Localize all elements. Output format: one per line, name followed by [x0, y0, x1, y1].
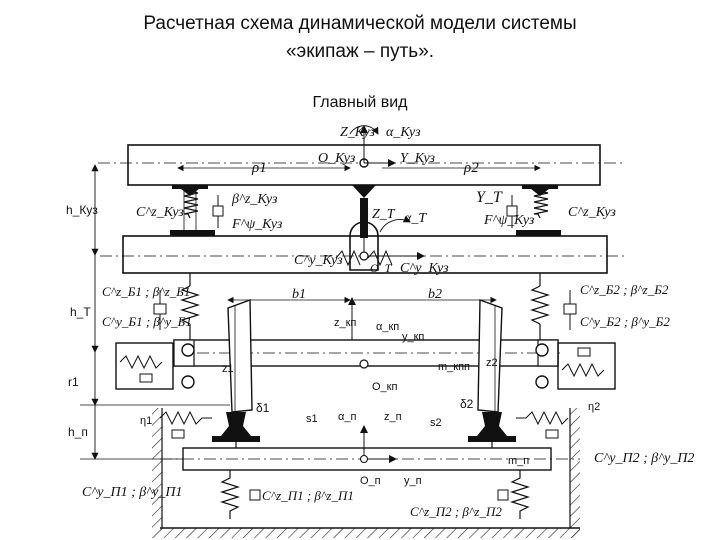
label-c-p2-z: C^z_П2 ; β^z_П2: [410, 504, 502, 519]
label-c-kuz-z-right: C^z_Куз: [568, 205, 616, 220]
axlebox-lateral-right: [535, 342, 616, 390]
label-m-kp: m_кпп: [438, 361, 470, 373]
label-c-b1-z: C^z_Б1 ; β^z_Б1: [102, 284, 190, 299]
label-f-kuz-left: F^ψ_Куз: [231, 217, 283, 232]
primary-spring-left: [153, 273, 201, 340]
label-o-kuz: O_Куз: [318, 151, 356, 166]
body-pad-left: [176, 185, 204, 196]
rail-lateral-springs: [159, 410, 569, 439]
label-alpha-p: α_п: [338, 411, 356, 423]
center-pivot: [335, 185, 393, 271]
label-alpha-kp: α_кп: [376, 321, 399, 333]
label-c-p1-z: C^z_П1 ; β^z_П1: [262, 488, 354, 503]
label-rho1: ρ1: [251, 160, 267, 176]
label-b2: b2: [428, 287, 442, 302]
wheelset-axes: [227, 296, 497, 341]
label-z2: z2: [486, 357, 498, 369]
label-z-kp: z_кп: [334, 317, 356, 329]
label-s1: s1: [306, 413, 318, 425]
label-m-p: m_п: [508, 455, 529, 467]
label-z1: z1: [222, 363, 234, 375]
label-delta1: δ1: [256, 401, 270, 415]
label-c-b2-y: C^y_Б2 ; β^y_Б2: [580, 314, 670, 329]
dimension-lines: [80, 164, 230, 460]
car-body: [98, 144, 625, 186]
label-c-b1-y: C^y_Б1 ; β^y_Б1: [102, 314, 192, 329]
label-y-p: y_п: [404, 475, 422, 487]
label-o-kp: O_кп: [372, 381, 397, 393]
label-c-kuz-y-left: C^y_Куз: [294, 253, 343, 268]
label-s2: s2: [430, 417, 442, 429]
label-o-p: O_п: [360, 475, 381, 487]
label-z-kuz: Z_Куз: [340, 125, 376, 140]
label-h-p: h_п: [68, 425, 88, 439]
label-alpha-kuz: α_Куз: [386, 125, 421, 140]
rails: [212, 412, 516, 442]
label-alpha-t: α_T: [404, 211, 427, 226]
body-axes: [349, 125, 396, 167]
label-z-p: z_п: [384, 411, 402, 423]
label-r1: r1: [68, 375, 79, 389]
label-h-t: h_T: [70, 305, 91, 319]
label-h-kuz: h_Куз: [66, 203, 98, 217]
label-o-t: O_T: [370, 261, 393, 275]
view-label: Главный вид: [312, 94, 408, 111]
label-f-kuz-right: F^ψ_Куз: [483, 213, 535, 228]
label-c-p1-y: C^y_П1 ; β^y_П1: [82, 485, 182, 500]
body-pad-right: [526, 185, 554, 196]
label-c-b2-z: C^z_Б2 ; β^z_Б2: [580, 282, 669, 297]
label-y-kuz: Y_Куз: [400, 151, 436, 166]
label-delta2: δ2: [460, 397, 474, 411]
title-line-1: Расчетная схема динамической модели сист…: [143, 13, 577, 34]
foundation-springs: [219, 470, 531, 519]
diagram-labels: Z_Куз α_Куз O_Куз Y_Куз ρ1 ρ2 h_Куз h_T …: [66, 125, 694, 519]
label-c-p2-y: C^y_П2 ; β^y_П2: [594, 451, 694, 466]
primary-spring-right: [529, 273, 577, 340]
axlebox-lateral-left: [115, 342, 195, 390]
wheelset: [173, 299, 560, 413]
label-b1: b1: [292, 287, 306, 302]
title-line-2: «экипаж – путь».: [285, 41, 435, 62]
label-c-kuz-z-left: C^z_Куз: [136, 205, 184, 220]
label-z-t: Z_T: [372, 207, 396, 222]
label-y-t: Y_T: [476, 189, 503, 206]
secondary-spring-right: [506, 184, 561, 236]
label-eta1: η1: [140, 415, 152, 427]
label-rho2: ρ2: [463, 160, 479, 176]
label-c-kuz-y-right: C^y_Куз: [400, 261, 449, 276]
label-y-kp: y_кп: [402, 331, 424, 343]
label-eta2: η2: [588, 401, 600, 413]
ground: [152, 408, 580, 538]
label-beta-kuz-z: β^z_Куз: [231, 192, 278, 207]
